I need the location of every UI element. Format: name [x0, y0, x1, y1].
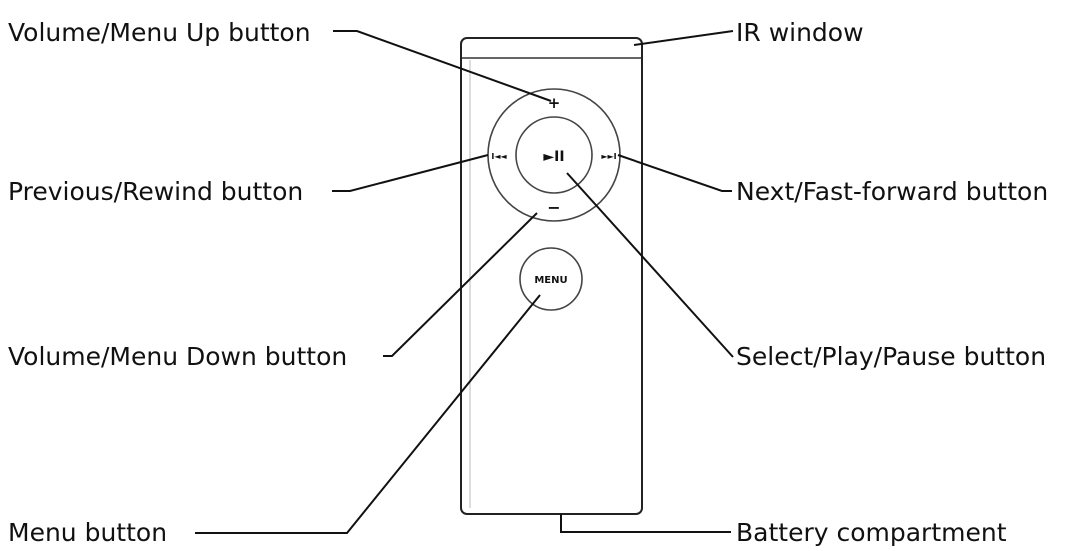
leader-next — [617, 154, 732, 192]
previous-icon: I◄◄ — [491, 152, 507, 161]
menu-button-circle — [519, 247, 583, 311]
leader-lines — [195, 30, 734, 534]
next-icon: ►►I — [601, 152, 616, 161]
label-battery: Battery compartment — [736, 518, 1007, 547]
label-volume-up: Volume/Menu Up button — [8, 18, 311, 47]
leader-volume-down — [383, 212, 538, 357]
plus-icon: + — [548, 94, 561, 112]
minus-icon: − — [547, 198, 560, 217]
leader-volume-up — [333, 30, 552, 102]
leader-battery — [560, 514, 731, 533]
label-volume-down: Volume/Menu Down button — [8, 342, 347, 371]
label-previous: Previous/Rewind button — [8, 177, 303, 206]
menu-button-label: MENU — [534, 275, 567, 286]
label-menu: Menu button — [8, 518, 167, 547]
select-play-pause-button — [515, 116, 593, 194]
leader-select — [566, 172, 734, 358]
menu-button: MENU — [519, 247, 583, 311]
leader-previous — [332, 154, 489, 192]
label-next: Next/Fast-forward button — [736, 177, 1048, 206]
label-ir-window: IR window — [736, 18, 864, 47]
leader-menu — [195, 294, 541, 534]
play-pause-icon: ►II — [543, 149, 564, 165]
label-select: Select/Play/Pause button — [736, 342, 1046, 371]
leader-ir-window — [633, 30, 734, 46]
click-wheel: ►II + − I◄◄ ►►I — [487, 88, 621, 222]
callout-labels: Volume/Menu Up button Previous/Rewind bu… — [8, 18, 1048, 547]
